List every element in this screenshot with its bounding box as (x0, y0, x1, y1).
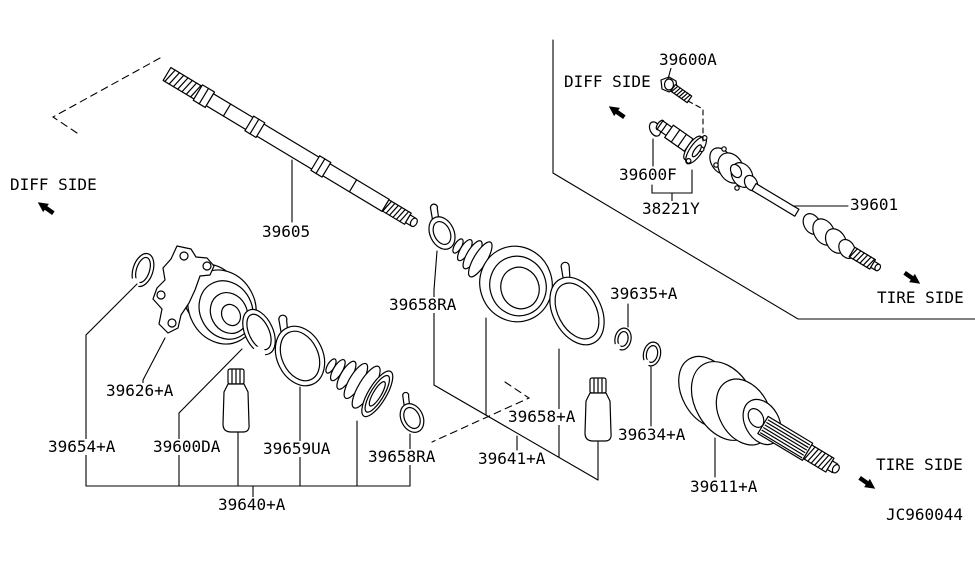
part-label-39626A: 39626+A (106, 381, 174, 400)
part-label-39635A: 39635+A (610, 284, 678, 303)
diff-side-inset-arrow-icon (608, 106, 626, 119)
inset-boundary (552, 39, 975, 320)
snap-ring-39634 (642, 341, 662, 367)
boot-band-39658RA-tire (428, 203, 456, 250)
part-label-39600A: 39600A (659, 50, 717, 69)
drive-shaft (162, 66, 418, 228)
grease-tube-left (222, 368, 250, 433)
boot-band-39658A (549, 261, 605, 346)
tire-side-inset-label: TIRE SIDE (877, 288, 964, 307)
ghost-line-bolt (687, 100, 704, 142)
drawing-code-label: JC960044 (886, 505, 964, 524)
part-label-38221Y: 38221Y (642, 199, 700, 218)
inner-stub-shaft-38221Y (655, 119, 708, 165)
tire-side-label: TIRE SIDE (876, 455, 963, 474)
ghost-line-kits (431, 381, 531, 443)
snap-ring-39635 (613, 327, 632, 351)
part-label-39634A: 39634+A (618, 425, 686, 444)
part-label-39654A: 39654+A (48, 437, 116, 456)
dust-boot-left (325, 358, 394, 418)
dust-boot-tire (452, 238, 553, 323)
ghost-line-shaft (51, 57, 161, 134)
tire-side-inset-arrow-icon (903, 271, 921, 284)
tire-side-arrow-icon (858, 476, 876, 489)
part-label-39641A: 39641+A (478, 449, 546, 468)
snap-ring-39600DA (242, 308, 276, 360)
part-label-39605: 39605 (262, 222, 311, 241)
mount-bolt-39600A (660, 76, 693, 104)
axle-assembly-39601 (709, 146, 882, 272)
part-label-39658RA-upper: 39658RA (389, 295, 457, 314)
snap-ring-39654 (129, 252, 155, 289)
part-label-39600F: 39600F (619, 165, 677, 184)
kit-bracket-39640 (85, 485, 411, 498)
diff-side-label: DIFF SIDE (10, 175, 97, 194)
grease-tube-tire (584, 377, 612, 442)
outer-cv-joint-39611 (678, 355, 840, 474)
leader-lines (85, 67, 849, 487)
part-label-39600DA: 39600DA (153, 437, 221, 456)
part-label-39658RA-lower: 39658RA (368, 447, 436, 466)
bracket-38221Y (651, 169, 693, 202)
boot-band-39659UA (274, 314, 326, 387)
part-label-39658A: 39658+A (508, 407, 576, 426)
diff-side-arrow-icon (37, 202, 55, 215)
boot-band-39658RA-left (399, 391, 425, 433)
flange-housing-39626 (152, 245, 257, 345)
part-label-39611A: 39611+A (690, 477, 758, 496)
diff-side-inset-label: DIFF SIDE (564, 72, 651, 91)
part-label-39601: 39601 (850, 195, 899, 214)
part-label-39659UA: 39659UA (263, 439, 331, 458)
part-label-39640A: 39640+A (218, 495, 286, 514)
